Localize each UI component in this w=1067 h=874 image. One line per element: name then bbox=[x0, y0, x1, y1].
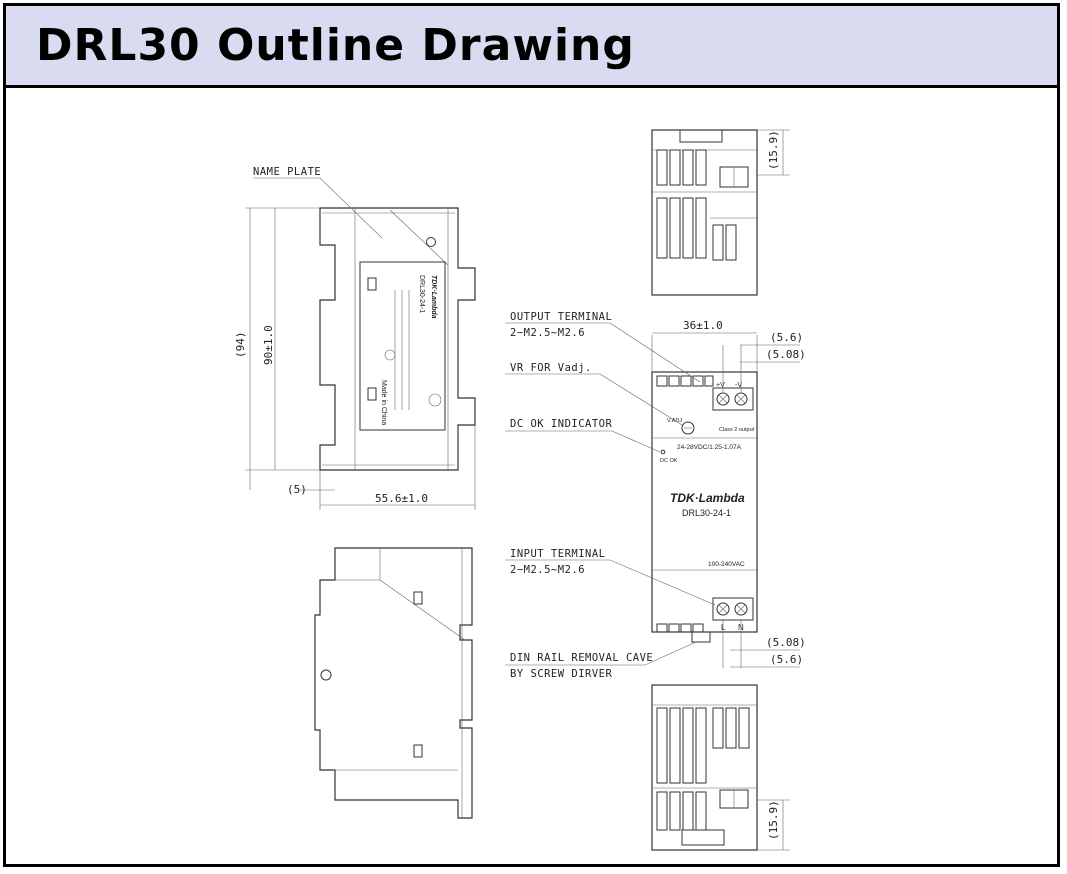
front-brand: TDK·Lambda bbox=[670, 491, 745, 505]
output-terminal-minus bbox=[734, 392, 748, 406]
input-terminal-l bbox=[716, 602, 730, 616]
dim-out-pitch2: (5.08) bbox=[766, 348, 806, 361]
drawing-frame: DRL30 Outline Drawing bbox=[3, 3, 1060, 867]
bottom-view: (15.9) bbox=[651, 684, 790, 851]
title-bar: DRL30 Outline Drawing bbox=[6, 6, 1057, 88]
nameplate-brand: TDK·Lambda bbox=[430, 275, 437, 319]
front-view: +V -V Class 2 output V.ADJ DC OK 24-28VD… bbox=[505, 311, 806, 680]
nameplate bbox=[359, 261, 446, 431]
label-vadj: V.ADJ bbox=[667, 418, 682, 424]
callout-input-terminal: INPUT TERMINAL bbox=[510, 548, 606, 560]
label-dc-ok: DC OK bbox=[660, 458, 678, 464]
vadj-pot bbox=[681, 421, 695, 435]
label-class2: Class 2 output bbox=[719, 427, 755, 433]
callout-output-terminal: OUTPUT TERMINAL bbox=[510, 311, 612, 323]
dim-out-pitch: (5.6) bbox=[770, 331, 803, 344]
dim-height-body: 90±1.0 bbox=[262, 325, 275, 365]
dim-depth: 55.6±1.0 bbox=[375, 492, 428, 505]
nameplate-model: DRL30-24-1 bbox=[418, 275, 425, 313]
callout-input-terminal-spec: 2−M2.5∼M2.6 bbox=[510, 564, 585, 576]
callout-dc-ok: DC OK INDICATOR bbox=[510, 418, 613, 430]
dim-in-pitch2: (5.08) bbox=[766, 636, 806, 649]
nameplate-made-in: Made in China bbox=[380, 380, 387, 425]
side-view: DRL30-24-1 TDK·Lambda Made in China NAME… bbox=[234, 166, 476, 510]
callout-vr-vadj: VR FOR Vadj. bbox=[510, 362, 592, 374]
callout-din-rail-2: BY SCREW DIRVER bbox=[510, 668, 613, 680]
label-output-rating: 24-28VDC/1.25-1.07A bbox=[677, 444, 742, 451]
dim-width: 36±1.0 bbox=[683, 319, 723, 332]
dim-top-view: (15.9) bbox=[767, 130, 780, 170]
output-terminal-plus bbox=[716, 392, 730, 406]
callout-din-rail-1: DIN RAIL REMOVAL CAVE bbox=[510, 652, 653, 664]
label-minus-v: -V bbox=[735, 382, 742, 389]
front-model: DRL30-24-1 bbox=[682, 508, 731, 518]
side-view-rear bbox=[314, 547, 473, 819]
dim-height-total: (94) bbox=[234, 332, 247, 359]
dim-rail-offset: (5) bbox=[287, 483, 307, 496]
callout-name-plate: NAME PLATE bbox=[253, 166, 321, 178]
label-l: L bbox=[721, 623, 726, 632]
label-input-rating: 100-240VAC bbox=[708, 561, 745, 568]
dc-ok-led bbox=[660, 449, 666, 455]
page-title: DRL30 Outline Drawing bbox=[36, 20, 635, 71]
callout-output-terminal-spec: 2−M2.5∼M2.6 bbox=[510, 327, 585, 339]
top-view: (15.9) bbox=[651, 129, 790, 296]
dim-bottom-view: (15.9) bbox=[767, 800, 780, 840]
input-terminal-n bbox=[734, 602, 748, 616]
dim-in-pitch: (5.6) bbox=[770, 653, 803, 666]
label-plus-v: +V bbox=[716, 382, 725, 389]
